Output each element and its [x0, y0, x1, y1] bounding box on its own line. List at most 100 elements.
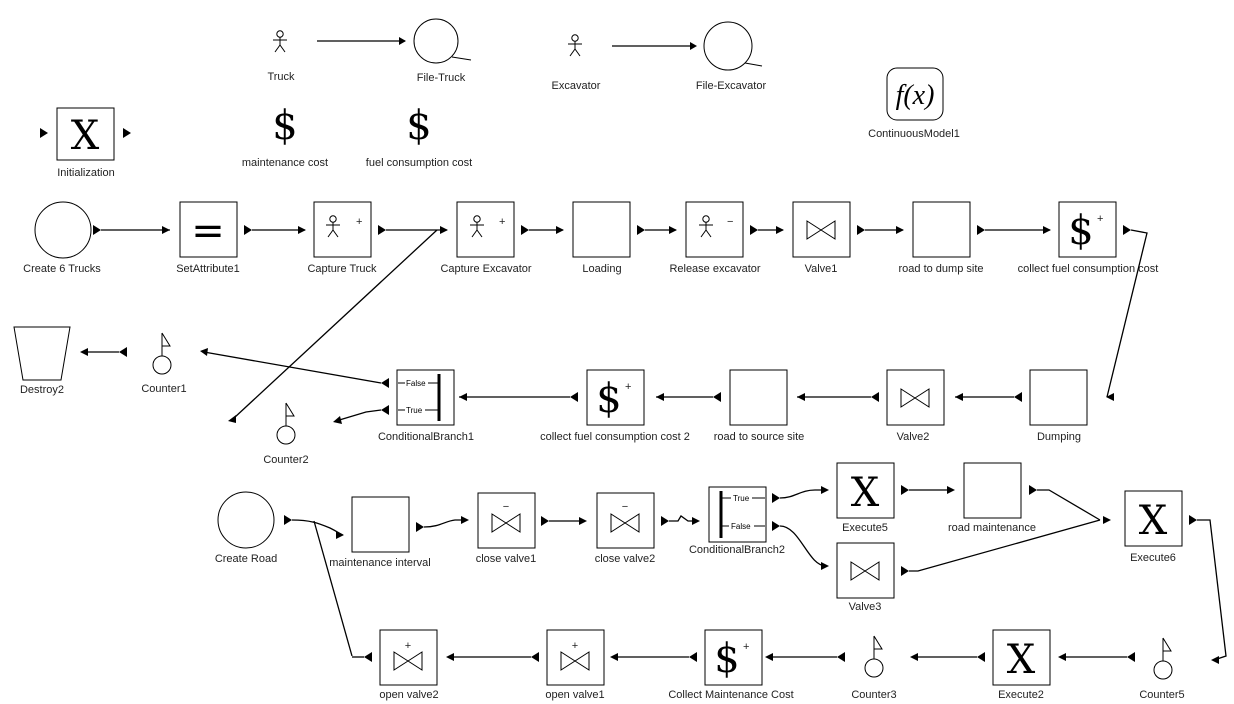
road-maintenance-block[interactable]	[963, 462, 1022, 519]
plus-icon: +	[743, 641, 749, 653]
execute-x-icon: X	[851, 470, 880, 516]
counter3-block[interactable]	[864, 635, 884, 678]
excavator-resource-icon[interactable]	[567, 34, 583, 57]
arrow-head	[669, 226, 677, 234]
connector	[669, 515, 698, 522]
arrow-head	[461, 516, 469, 524]
arrow-head	[797, 393, 805, 401]
release-excavator-block[interactable]: −	[685, 201, 744, 258]
arrow-head	[776, 226, 784, 234]
execute5-block[interactable]: X	[836, 462, 895, 519]
arrow-head	[416, 522, 424, 532]
create-trucks-block[interactable]	[34, 201, 92, 259]
arrow-head	[1123, 225, 1131, 235]
arrow-head	[661, 516, 669, 526]
close-valve2-block[interactable]: −	[596, 492, 655, 549]
true-branch-label: True	[406, 406, 423, 415]
counter5-block[interactable]	[1153, 637, 1173, 680]
arrow-head	[1103, 516, 1111, 524]
arrow-head	[910, 653, 918, 661]
valve2-block[interactable]	[886, 369, 945, 426]
open-valve2-block[interactable]: +	[379, 629, 438, 686]
set-attribute-block[interactable]: =	[179, 201, 238, 258]
close-valve2-label: close valve2	[595, 553, 656, 565]
set-attribute-label: SetAttribute1	[176, 263, 240, 275]
arrow-head	[531, 652, 539, 662]
fuel-cost-icon[interactable]: $	[406, 103, 431, 149]
open-valve1-label: open valve1	[545, 689, 604, 701]
initialization-label: Initialization	[57, 167, 114, 179]
arrow-head	[1106, 393, 1114, 401]
destroy-block[interactable]	[13, 326, 71, 381]
arrow-head	[1029, 485, 1037, 495]
continuous-model-label: ContinuousModel1	[868, 128, 960, 140]
arrow-head	[765, 653, 773, 661]
capture-truck-block[interactable]: +	[313, 201, 372, 258]
conditional-branch1-block[interactable]: False True	[396, 369, 455, 426]
collect-maintenance-block[interactable]: $ +	[704, 629, 763, 686]
execute5-label: Execute5	[842, 522, 888, 534]
file-truck-icon[interactable]	[413, 18, 472, 64]
valve1-block[interactable]	[792, 201, 851, 258]
loading-block[interactable]	[572, 201, 631, 258]
collect-fuel-block[interactable]: $ +	[1058, 201, 1117, 258]
truck-resource-icon[interactable]	[272, 30, 288, 53]
counter-flag-icon	[152, 332, 172, 375]
counter1-block[interactable]	[152, 332, 172, 375]
maintenance-cost-label: maintenance cost	[242, 157, 328, 169]
arrow-head	[1043, 226, 1051, 234]
create-trucks-label: Create 6 Trucks	[23, 263, 101, 275]
arrow-head	[570, 392, 578, 402]
counter2-block[interactable]	[276, 402, 296, 445]
collect-fuel2-block[interactable]: $ +	[586, 369, 645, 426]
arrow-head	[381, 378, 389, 388]
dumping-label: Dumping	[1037, 431, 1081, 443]
initialization-block[interactable]: X	[56, 107, 115, 161]
connector	[779, 489, 826, 499]
arrow-head	[610, 653, 618, 661]
road-maintenance-label: road maintenance	[948, 522, 1036, 534]
arrow-head	[364, 652, 372, 662]
arrow-head	[977, 225, 985, 235]
continuous-model-block[interactable]: f(x)	[886, 67, 944, 121]
plus-icon: +	[356, 216, 362, 228]
valve3-block[interactable]	[836, 542, 895, 599]
open-valve1-block[interactable]: +	[546, 629, 605, 686]
conditional-branch2-label: ConditionalBranch2	[689, 544, 785, 556]
road-to-source-block[interactable]	[729, 369, 788, 426]
valve3-label: Valve3	[849, 601, 882, 613]
dollar-icon: $	[1068, 208, 1093, 254]
counter-flag-icon	[1153, 637, 1173, 680]
conditional-branch2-block[interactable]: True False	[708, 486, 767, 543]
collect-fuel-label: collect fuel consumption cost	[1018, 263, 1159, 275]
road-to-dump-block[interactable]	[912, 201, 971, 258]
function-icon: f(x)	[896, 80, 935, 111]
maintenance-interval-block[interactable]	[351, 496, 410, 553]
execute6-block[interactable]: X	[1124, 490, 1183, 547]
close-valve1-label: close valve1	[476, 553, 537, 565]
maintenance-cost-icon[interactable]: $	[272, 103, 297, 149]
collect-maintenance-label: Collect Maintenance Cost	[668, 689, 793, 701]
destroy-label: Destroy2	[20, 384, 64, 396]
counter2-label: Counter2	[263, 454, 308, 466]
dollar-icon: $	[714, 636, 739, 682]
connector	[313, 520, 353, 657]
arrow-head	[123, 128, 131, 138]
capture-excavator-block[interactable]: +	[456, 201, 515, 258]
execute2-block[interactable]: X	[992, 629, 1051, 686]
connector	[423, 519, 466, 528]
file-excavator-label: File-Excavator	[696, 80, 767, 92]
dumping-block[interactable]	[1029, 369, 1088, 426]
counter1-label: Counter1	[141, 383, 186, 395]
arrow-head	[713, 392, 721, 402]
file-excavator-icon[interactable]	[703, 21, 763, 71]
arrow-head	[93, 225, 101, 235]
release-excavator-label: Release excavator	[669, 263, 760, 275]
arrow-head	[955, 393, 963, 401]
arrow-head	[298, 226, 306, 234]
close-valve1-block[interactable]: −	[477, 492, 536, 549]
minus-icon: −	[503, 501, 509, 513]
arrow-head	[901, 485, 909, 495]
create-road-block[interactable]	[217, 491, 275, 549]
